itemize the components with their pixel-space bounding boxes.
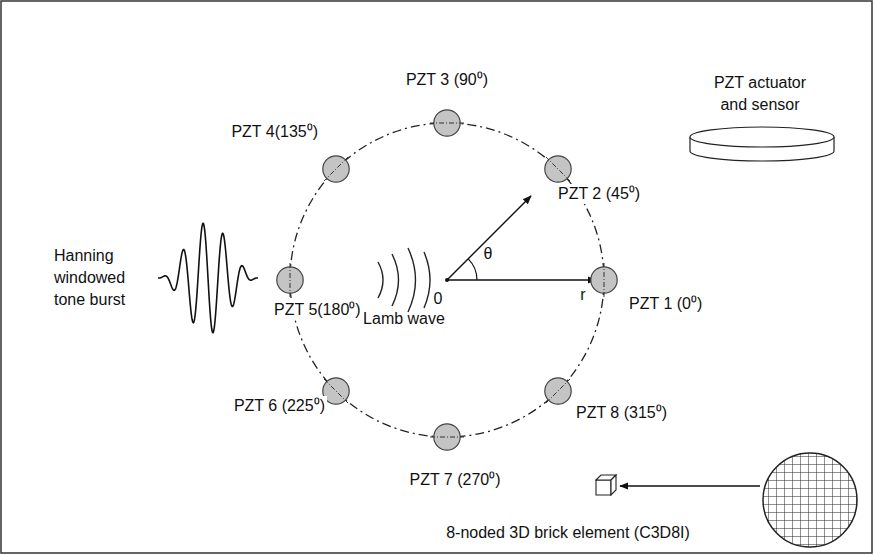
pzt-circle	[544, 377, 572, 405]
pzt-circle	[433, 109, 461, 137]
pzt-circle	[433, 423, 461, 451]
element-label: 8-noded 3D brick element (C3D8I)	[446, 522, 690, 544]
sensor-label: PZT 8 (315⁰)	[574, 403, 669, 423]
mesh-arrow	[620, 485, 760, 486]
sensor-label: PZT 7 (270⁰)	[407, 470, 502, 490]
pzt-sensor: PZT 6 (225⁰)	[322, 377, 350, 405]
pzt-disc	[690, 127, 834, 161]
sensor-ring	[290, 123, 604, 437]
pzt-circle	[590, 266, 618, 294]
pzt-sensor: PZT 1 (0⁰)	[590, 266, 618, 294]
component-label: PZT actuator and sensor	[704, 72, 816, 116]
sensor-label: PZT 3 (90⁰)	[404, 70, 490, 90]
wave-label: Lamb wave	[363, 308, 445, 330]
radius-symbol: r	[580, 284, 585, 306]
sensor-label: PZT 6 (225⁰)	[232, 396, 327, 416]
pzt-sensor: PZT 7 (270⁰)	[433, 423, 461, 451]
brick-element	[596, 475, 616, 495]
mesh-circle	[760, 450, 860, 550]
pzt-sensor: PZT 2 (45⁰)	[544, 155, 572, 183]
pzt-circle	[544, 155, 572, 183]
origin-label: 0	[434, 288, 443, 310]
angle-arc	[468, 259, 477, 280]
radius-arrow	[447, 279, 596, 280]
pzt-sensor: PZT 8 (315⁰)	[544, 377, 572, 405]
tone-burst	[158, 223, 258, 332]
angle-arrow	[447, 196, 531, 280]
sensor-label: PZT 1 (0⁰)	[627, 294, 704, 314]
sensor-label: PZT 2 (45⁰)	[556, 184, 642, 204]
sensor-label: PZT 5(180⁰)	[272, 300, 363, 320]
pzt-sensor: PZT 3 (90⁰)	[433, 109, 461, 137]
lamb-wave-fronts	[378, 248, 430, 312]
sensor-label: PZT 4(135⁰)	[229, 122, 320, 142]
pzt-sensor: PZT 5(180⁰)	[276, 266, 304, 294]
pzt-circle	[276, 266, 304, 294]
pzt-circle	[322, 155, 350, 183]
signal-label: Hanning windowed tone burst	[54, 245, 146, 311]
pzt-sensor: PZT 4(135⁰)	[322, 155, 350, 183]
angle-symbol: θ	[484, 243, 493, 265]
